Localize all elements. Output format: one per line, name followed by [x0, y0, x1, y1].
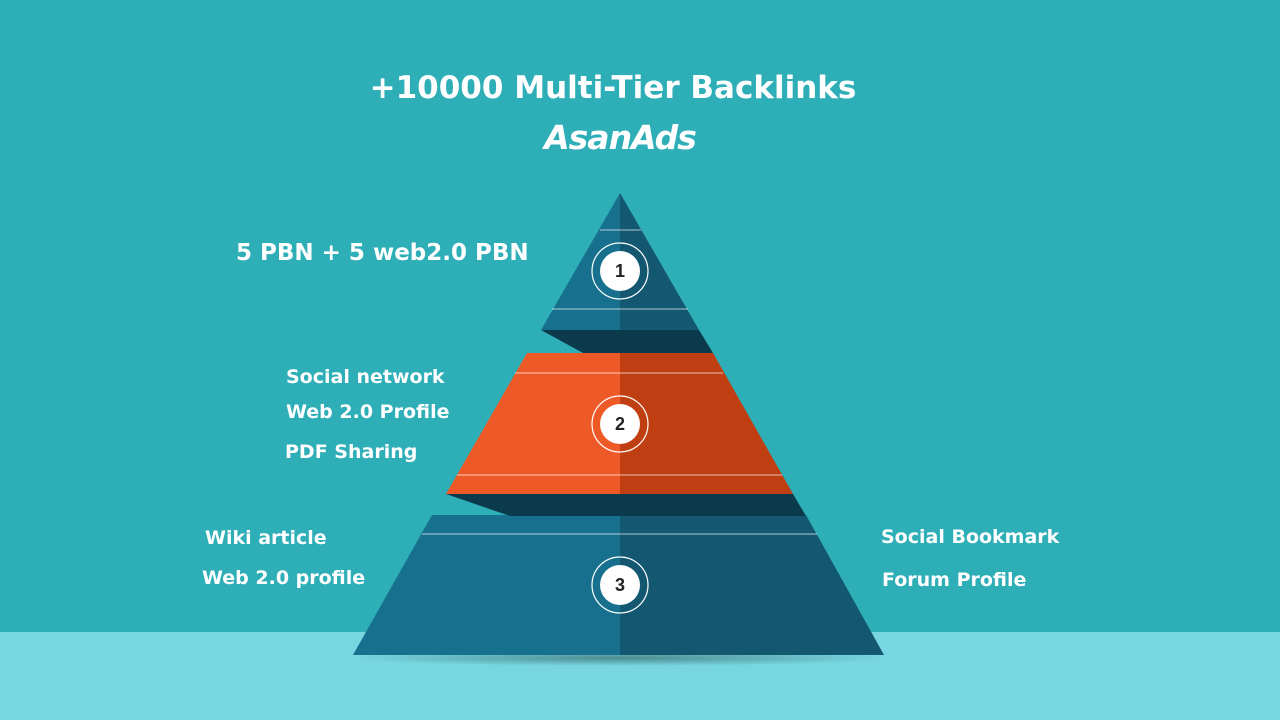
tier-1 [541, 193, 699, 330]
tier-2-number: 2 [615, 414, 625, 434]
tier-2 [446, 353, 793, 494]
tier-3-number: 3 [615, 575, 625, 595]
brand-logo: AsanAds [544, 118, 697, 157]
tier-3-label: Social Bookmark [881, 526, 1060, 548]
tier-1-number: 1 [615, 261, 625, 281]
tier-1-label: 5 PBN + 5 web2.0 PBN [236, 240, 529, 266]
tier-3-label: Forum Profile [882, 569, 1027, 591]
tier-3 [353, 515, 884, 655]
page-title: +10000 Multi-Tier Backlinks [369, 70, 857, 106]
tier-2-badge: 2 [591, 395, 649, 453]
tier-2-label: Social network [286, 366, 445, 388]
tier-3-label: Web 2.0 profile [202, 567, 366, 589]
tier-3-badge: 3 [591, 556, 649, 614]
tier-2-shadow [446, 494, 806, 516]
tier-3-label: Wiki article [205, 527, 327, 549]
tier-1-shadow [541, 330, 713, 353]
tier-1-badge: 1 [591, 242, 649, 300]
tier-2-label: Web 2.0 Profile [286, 401, 450, 423]
tier-2-label: PDF Sharing [285, 441, 418, 463]
